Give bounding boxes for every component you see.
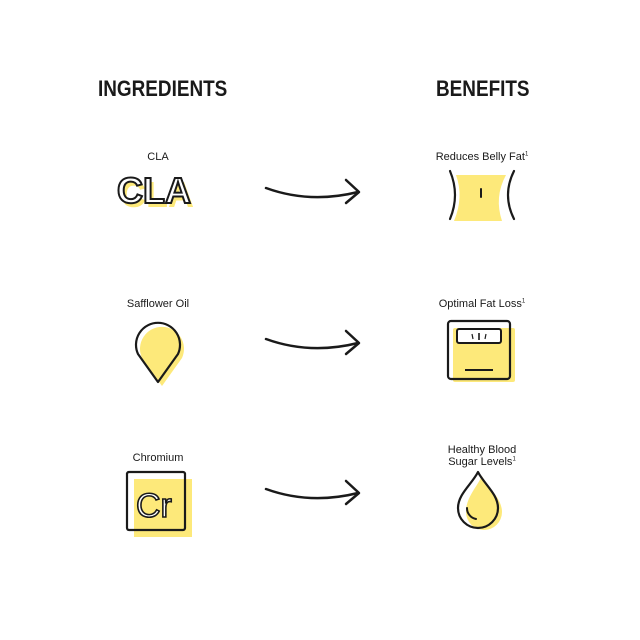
chromium-symbol: Cr [136,487,172,525]
scale-icon [446,319,515,382]
cla-text-outline: CLA [117,170,191,211]
benefit-label-blood-sugar: Healthy Blood Sugar Levels1 [447,444,517,468]
arrow-icon [264,479,361,506]
blood-drop-icon [456,470,502,530]
ingredient-label-chromium: Chromium [132,452,184,464]
benefit-label-belly-fat: Reduces Belly Fat1 [435,151,529,163]
arrow-icon [264,178,361,205]
ingredients-heading: INGREDIENTS [98,76,228,101]
cla-text-icon: CLA CLA [116,169,194,215]
benefit-label-fat-loss: Optimal Fat Loss1 [438,298,526,310]
cla-text-shadow: CLA [120,174,194,215]
chromium-element-icon: Cr [125,470,192,537]
ingredient-label-cla: CLA [147,151,169,163]
ingredient-label-safflower-oil: Safflower Oil [126,298,190,310]
benefits-heading: BENEFITS [436,76,530,101]
safflower-drop-icon [134,321,184,386]
arrow-icon [264,329,361,356]
belly-waist-icon [448,169,516,221]
